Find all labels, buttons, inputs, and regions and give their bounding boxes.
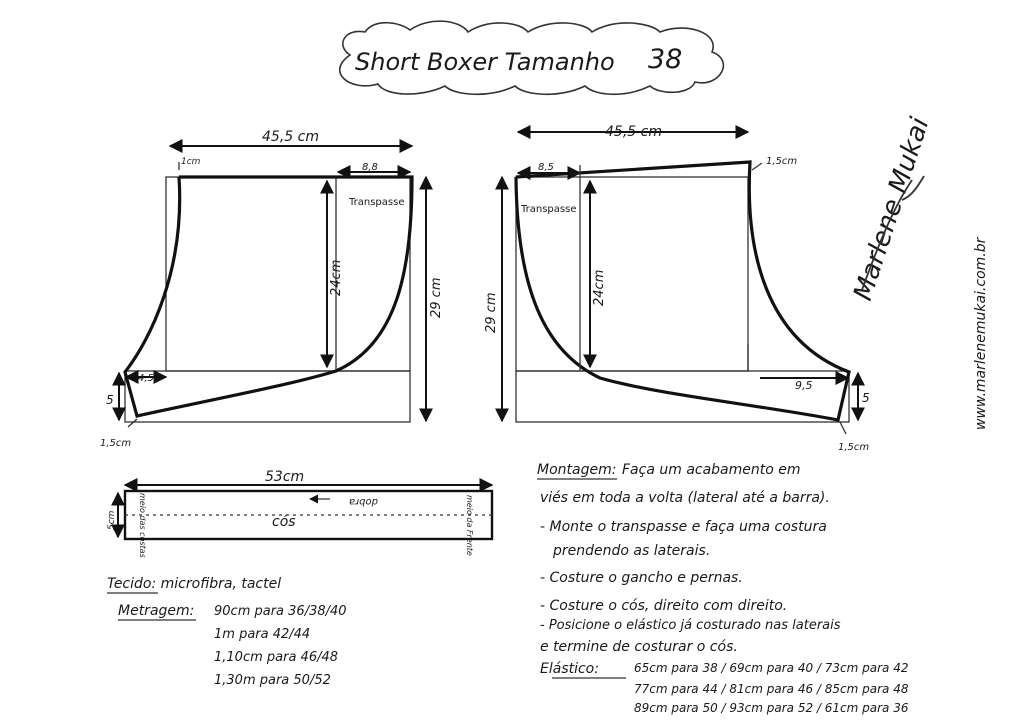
title-size: 38 — [648, 44, 682, 75]
yardage-line: 1,10cm para 46/48 — [214, 650, 338, 665]
front-pattern-piece: 45,5 cm 1cm 8,8 Transpasse 24cm 29 cm 4,… — [100, 129, 444, 449]
assembly-step: - Monte o transpasse e faça uma costura — [540, 519, 827, 535]
title-cloud: Short Boxer Tamanho 38 — [338, 20, 724, 96]
assembly-step: e termine de costurar o cós. — [540, 639, 738, 655]
assembly-intro-line: viés em toda a volta (lateral até a barr… — [540, 490, 830, 506]
back-total-height-label: 29 cm — [484, 293, 499, 334]
front-inner-height-label: 24cm — [329, 260, 344, 296]
front-width-label: 45,5 cm — [262, 129, 319, 145]
materials-notes: Tecido: microfibra, tactel Metragem: 90c… — [107, 576, 347, 688]
front-outline — [123, 175, 414, 418]
front-overlap-width-label: 8,8 — [362, 162, 378, 173]
front-total-height-label: 29 cm — [429, 278, 444, 319]
assembly-label: Montagem: — [537, 462, 616, 478]
waistband-length-label: 53cm — [265, 469, 304, 485]
title: Short Boxer Tamanho — [355, 48, 615, 76]
yardage-label: Metragem: — [118, 603, 194, 619]
back-guide-lower — [515, 370, 850, 423]
elastic-line: 77cm para 44 / 81cm para 46 / 85cm para … — [634, 682, 909, 696]
front-top-offset-label: 1cm — [181, 157, 201, 167]
waistband-back-center-label: meio das costas — [138, 493, 147, 558]
waistband-piece: 53cm 5cm cós dobra meio das costas meio … — [107, 469, 494, 558]
back-crotch-label: 9,5 — [795, 379, 813, 392]
yardage-line: 90cm para 36/38/40 — [214, 604, 347, 619]
back-overlap-width-label: 8,5 — [538, 162, 554, 173]
assembly-step: - Costure o gancho e pernas. — [540, 570, 743, 586]
yardage-line: 1m para 42/44 — [214, 627, 310, 642]
back-pattern-piece: 45,5 cm 8,5 Transpasse 1,5cm 29 cm 24cm … — [484, 124, 870, 453]
yardage-line: 1,30m para 50/52 — [214, 673, 331, 688]
back-outline — [514, 160, 851, 422]
elastic-label: Elástico: — [540, 661, 599, 677]
signature-text: Marlene Mukai — [848, 113, 936, 304]
back-leg-height-label: 5 — [862, 391, 870, 405]
fabric-text: Tecido: microfibra, tactel — [107, 576, 281, 592]
waistband-fold-label: dobra — [349, 496, 378, 507]
assembly-intro-line: Faça um acabamento em — [622, 462, 801, 478]
back-width-label: 45,5 cm — [605, 124, 662, 140]
assembly-step: prendendo as laterais. — [552, 543, 710, 559]
assembly-step: - Costure o cós, direito com direito. — [540, 598, 787, 614]
signature-flourish — [861, 175, 925, 291]
front-crotch-label: 4,5 — [138, 373, 154, 384]
front-bottom-offset-label: 1,5cm — [100, 438, 131, 449]
elastic-line: 65cm para 38 / 69cm para 40 / 73cm para … — [634, 661, 908, 675]
elastic-line: 89cm para 50 / 93cm para 52 / 61cm para … — [634, 701, 909, 715]
waistband-front-center-label: meio da Frente — [465, 495, 474, 556]
website-text: www.marlenemukai.com.br — [973, 236, 989, 430]
assembly-step: - Posicione o elástico já costurado nas … — [540, 618, 841, 633]
back-overlap-label: Transpasse — [520, 204, 576, 215]
assembly-notes: Montagem: Faça um acabamento em viés em … — [537, 462, 909, 715]
front-overlap-label: Transpasse — [348, 197, 404, 208]
back-bottom-offset-label: 1,5cm — [838, 442, 869, 453]
waistband-height-label: 5cm — [107, 510, 117, 530]
front-leg-height-label: 5 — [106, 393, 114, 407]
waistband-label: cós — [272, 514, 296, 530]
signature: Marlene Mukai — [848, 113, 936, 304]
back-inner-height-label: 24cm — [592, 270, 607, 306]
back-top-rise-label: 1,5cm — [766, 156, 797, 167]
front-guide-lower — [124, 370, 411, 423]
